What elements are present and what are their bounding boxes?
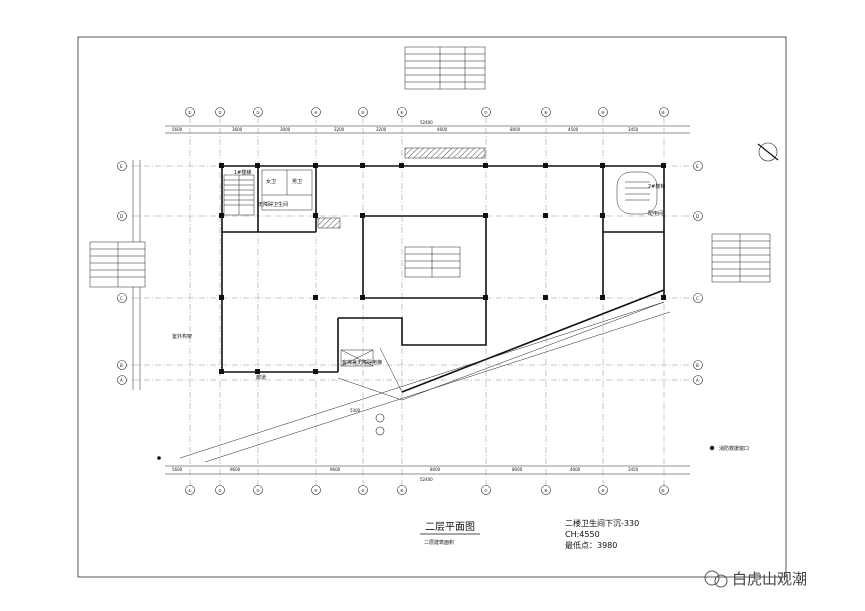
svg-text:E: E: [120, 164, 123, 169]
svg-text:B: B: [696, 363, 699, 368]
north-arrow: [757, 142, 779, 162]
svg-text:9600: 9600: [230, 467, 241, 472]
axis-label: ⑦: [484, 488, 488, 493]
axis-label: ②: [218, 110, 222, 115]
elevator-shaft: 客梯兼无障碍电梯: [340, 349, 382, 367]
svg-text:B: B: [120, 363, 123, 368]
note-line-1: 二楼卫生间下沉-330: [565, 518, 639, 528]
sloped-ramp: [179, 289, 671, 463]
detail-bubble: [375, 426, 385, 436]
svg-text:5600: 5600: [172, 127, 183, 132]
watermark: 白虎山观潮: [704, 570, 807, 588]
room-label-power-room: 配电间: [648, 210, 663, 217]
bottom-dimensions: 52400 5600 9600 9600 8000 8000 4600 3450: [165, 465, 690, 482]
svg-text:52400: 52400: [420, 477, 433, 482]
stair-2: 2#楼梯 配电间: [616, 171, 665, 217]
axis-label: ①: [188, 110, 192, 115]
watermark-text: 白虎山观潮: [732, 570, 807, 588]
left-info-table: [89, 241, 146, 288]
axis-label: ⑥: [400, 110, 404, 115]
svg-text:消防救援窗口: 消防救援窗口: [719, 445, 749, 452]
svg-text:8000: 8000: [510, 127, 521, 132]
drawing-title: 二层平面图: [425, 521, 475, 533]
svg-text:C: C: [696, 296, 699, 301]
axis-label: ②: [218, 488, 222, 493]
axis-label: ⑧: [544, 110, 548, 115]
axis-label: ⑤: [361, 110, 365, 115]
axis-label: ⑧: [544, 488, 548, 493]
svg-text:3600: 3600: [232, 127, 243, 132]
room-label-accessible-wc: 无障碍卫生间: [258, 201, 288, 208]
top-info-table: [404, 46, 486, 90]
room-label-female-wc: 女卫: [266, 178, 276, 185]
axis-label: ⑨: [601, 110, 605, 115]
building-walls: [221, 165, 665, 373]
svg-text:8000: 8000: [430, 467, 441, 472]
note-line-3: 最低点：3980: [565, 540, 617, 550]
svg-text:4600: 4600: [437, 127, 448, 132]
axis-label: ⑥: [400, 488, 404, 493]
axis-label: ③: [256, 110, 260, 115]
small-planter: [317, 217, 341, 229]
svg-text:D: D: [120, 214, 123, 219]
room-label-outdoor-frame: 室外构架: [172, 333, 192, 340]
stair-1: 1#楼梯: [223, 169, 255, 216]
note-line-2: CH:4550: [565, 530, 600, 539]
svg-text:A: A: [120, 378, 123, 383]
svg-text:9600: 9600: [330, 467, 341, 472]
axis-label: ①: [188, 488, 192, 493]
fire-window-legend: 消防救援窗口: [709, 445, 749, 452]
svg-text:E: E: [696, 164, 699, 169]
svg-text:A: A: [696, 378, 699, 383]
detail-bubble: [375, 413, 385, 423]
datum-dot: [157, 456, 161, 460]
axis-label: ④: [314, 488, 318, 493]
drawing-subtitle: 二层建筑面积: [424, 539, 454, 546]
axis-label: ⑤: [361, 488, 365, 493]
center-info-table: [404, 246, 461, 278]
svg-text:3200: 3200: [376, 127, 387, 132]
svg-text:8000: 8000: [512, 467, 523, 472]
svg-text:C: C: [120, 296, 123, 301]
axis-label: ⑩: [661, 488, 665, 493]
svg-text:3000: 3000: [280, 127, 291, 132]
axis-label: ⑦: [484, 110, 488, 115]
svg-text:3450: 3450: [628, 467, 639, 472]
total-dimension: 52400: [420, 120, 433, 125]
axis-label: ⑩: [661, 110, 665, 115]
axis-label: ③: [256, 488, 260, 493]
structural-columns: [219, 163, 666, 374]
room-label-corridor: 廊道: [256, 374, 266, 381]
svg-text:4500: 4500: [568, 127, 579, 132]
svg-text:3200: 3200: [334, 127, 345, 132]
right-info-table: [711, 233, 771, 283]
room-label-stair1: 1#楼梯: [234, 169, 251, 176]
room-label-male-wc: 男卫: [292, 179, 302, 185]
sheet-border: [77, 36, 787, 578]
toilet-block: 女卫 男卫 无障碍卫生间: [258, 169, 313, 211]
slope-dimension: 5300: [350, 408, 361, 413]
hatched-parapet: [404, 147, 486, 159]
room-label-elevator: 客梯兼无障碍电梯: [342, 359, 382, 366]
svg-text:5600: 5600: [172, 467, 183, 472]
axis-label: ④: [314, 110, 318, 115]
svg-text:4600: 4600: [570, 467, 581, 472]
axis-label: ⑨: [601, 488, 605, 493]
drawing-title-block: 二层平面图 二层建筑面积 二楼卫生间下沉-330 CH:4550 最低点：398…: [420, 518, 639, 550]
svg-text:3450: 3450: [628, 127, 639, 132]
top-dimensions: 52400 5600 3600 3000 3200 3200 4600 8000…: [165, 120, 690, 134]
room-label-stair2: 2#楼梯: [648, 183, 665, 190]
svg-text:D: D: [696, 214, 699, 219]
